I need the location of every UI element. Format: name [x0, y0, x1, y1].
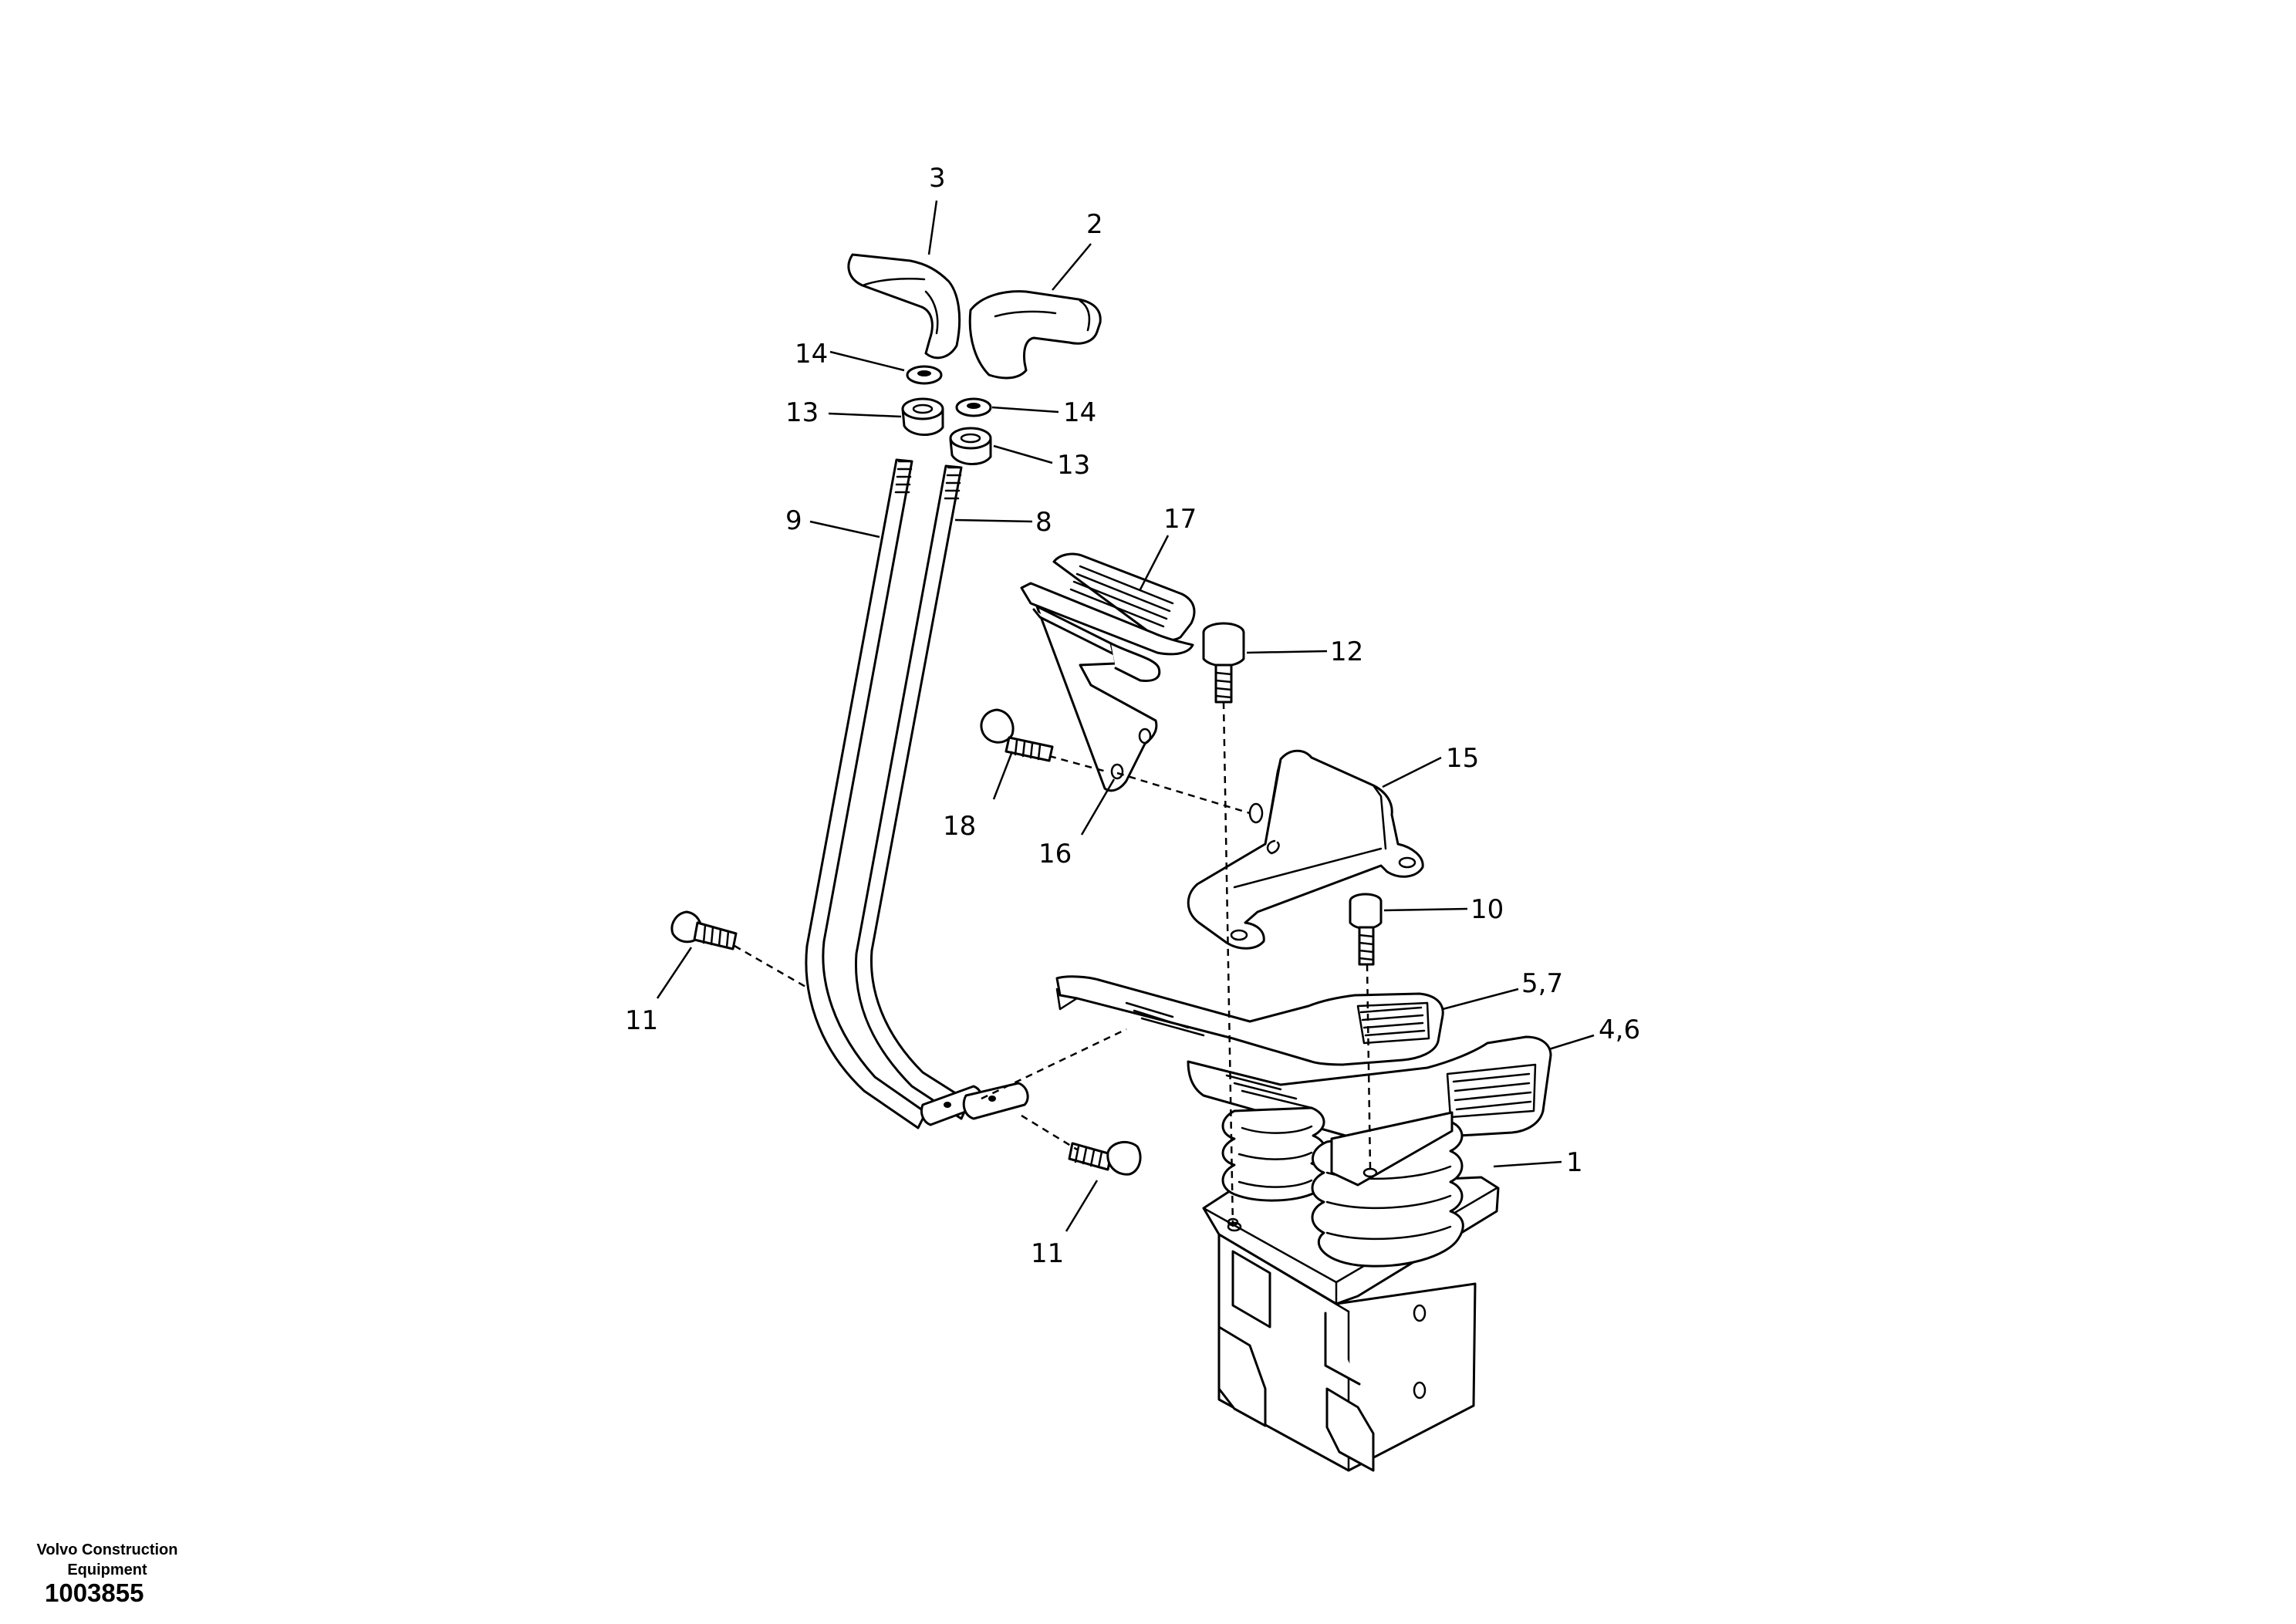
callout-14-left: 14 [795, 339, 828, 370]
assembly-lines [734, 701, 1372, 1227]
lever-part-9 [805, 458, 927, 1129]
bolt-part-11-left [670, 910, 738, 950]
callout-13-right: 13 [1057, 450, 1090, 481]
callout-2: 2 [1086, 209, 1103, 240]
bolt-part-11-right [1068, 1140, 1142, 1176]
bracket-part-15 [1187, 749, 1424, 950]
callout-9: 9 [785, 505, 802, 536]
callout-3: 3 [929, 163, 946, 194]
leader-lines [656, 200, 1595, 1232]
bolt-part-18 [980, 708, 1054, 762]
knob-part-3 [847, 253, 961, 360]
pedal-part-17 [1020, 552, 1196, 656]
callout-labels: 3 2 14 14 13 13 9 8 17 12 15 18 16 10 5,… [625, 163, 1640, 1269]
washer-part-14-right [955, 397, 992, 417]
callout-15: 15 [1446, 743, 1479, 774]
drawing-number: 1003855 [45, 1578, 144, 1607]
callout-8: 8 [1035, 507, 1052, 538]
callout-18: 18 [943, 811, 976, 842]
callout-14-right: 14 [1063, 397, 1096, 428]
footer-brand-line1: Volvo Construction [36, 1541, 178, 1558]
callout-4-6: 4,6 [1599, 1015, 1640, 1045]
callout-12: 12 [1330, 636, 1363, 667]
callout-5-7: 5,7 [1521, 968, 1563, 999]
callout-13-left: 13 [785, 397, 819, 428]
pilot-valve-part-1 [1202, 1106, 1500, 1472]
footer-brand: Volvo Construction Equipment [11, 1540, 204, 1580]
lever-part-8 [854, 464, 971, 1120]
valve-boot-left [1221, 1106, 1326, 1202]
callout-11-left: 11 [625, 1005, 658, 1036]
lever-end-fitting-8 [962, 1082, 1029, 1120]
callout-11-right: 11 [1031, 1238, 1064, 1269]
bolt-part-12 [1202, 622, 1245, 704]
knob-part-2 [968, 290, 1102, 380]
pedal-part-5-7 [1055, 975, 1444, 1066]
callout-17: 17 [1163, 504, 1197, 535]
washer-part-14-left [906, 365, 943, 385]
callout-16: 16 [1038, 839, 1072, 869]
nut-part-13-left [901, 397, 944, 437]
callout-1: 1 [1566, 1147, 1583, 1178]
bracket-part-16 [1032, 605, 1161, 792]
callout-10: 10 [1470, 894, 1504, 925]
footer-brand-line2: Equipment [67, 1562, 147, 1578]
nut-part-13-right [949, 427, 992, 466]
bolt-part-10 [1349, 893, 1383, 966]
